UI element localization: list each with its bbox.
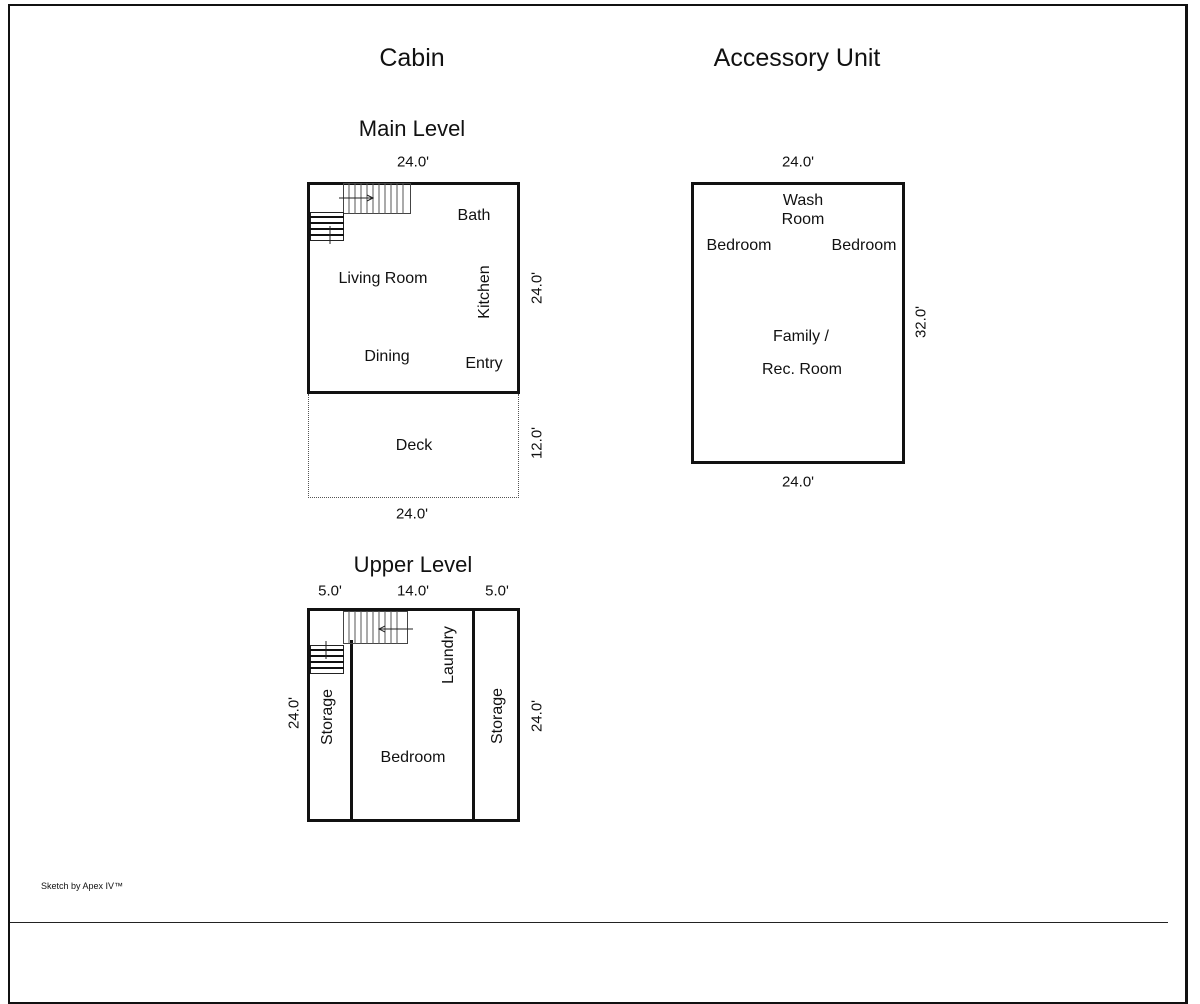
main-level-landing-stairs xyxy=(310,212,344,244)
wash-room-label-line2: Room xyxy=(781,211,825,228)
wash-room-label-line1: Wash xyxy=(782,192,824,209)
main-level-dim-right: 24.0' xyxy=(528,271,546,305)
upper-right-storage-wall xyxy=(472,608,475,822)
accessory-bedroom-right-label: Bedroom xyxy=(831,237,897,254)
accessory-outline xyxy=(691,182,905,464)
sketch-credit: Sketch by Apex IV™ xyxy=(41,881,124,891)
upper-dim-mid-seg: 14.0' xyxy=(396,582,430,600)
living-room-label: Living Room xyxy=(338,270,428,287)
laundry-label: Laundry xyxy=(440,626,457,684)
page-frame xyxy=(8,4,1188,1004)
main-level-stairs xyxy=(339,183,411,214)
upper-level-landing-stairs xyxy=(310,641,344,674)
upper-bedroom-label: Bedroom xyxy=(380,749,446,766)
main-level-outline xyxy=(307,182,520,394)
family-room-label-line1: Family / xyxy=(773,328,829,345)
dining-label: Dining xyxy=(364,348,410,365)
main-level-title: Main Level xyxy=(358,116,466,141)
deck-outline xyxy=(308,394,519,498)
upper-left-storage-wall xyxy=(350,640,353,822)
upper-dim-right-side: 24.0' xyxy=(528,699,546,733)
family-room-label-line2: Rec. Room xyxy=(761,361,843,378)
bath-label: Bath xyxy=(457,207,491,224)
deck-label: Deck xyxy=(395,437,433,454)
upper-dim-right-seg: 5.0' xyxy=(485,582,509,600)
upper-storage-left-label: Storage xyxy=(319,688,336,746)
deck-dim-bottom: 24.0' xyxy=(395,505,429,523)
main-level-dim-top: 24.0' xyxy=(396,153,430,171)
kitchen-label: Kitchen xyxy=(476,265,493,319)
bottom-rule xyxy=(10,922,1168,923)
accessory-bedroom-left-label: Bedroom xyxy=(706,237,772,254)
upper-dim-left-side: 24.0' xyxy=(285,696,303,730)
deck-dim-right: 12.0' xyxy=(528,426,546,460)
accessory-unit-heading: Accessory Unit xyxy=(713,44,881,72)
cabin-heading: Cabin xyxy=(379,44,445,72)
accessory-dim-bottom: 24.0' xyxy=(781,473,815,491)
upper-storage-right-label: Storage xyxy=(489,687,506,745)
upper-level-stairs xyxy=(343,611,413,644)
entry-label: Entry xyxy=(465,355,503,372)
upper-level-outline xyxy=(307,608,520,822)
accessory-dim-top: 24.0' xyxy=(781,153,815,171)
upper-dim-left-seg: 5.0' xyxy=(318,582,342,600)
accessory-dim-right: 32.0' xyxy=(912,305,930,339)
upper-level-title: Upper Level xyxy=(353,552,473,577)
